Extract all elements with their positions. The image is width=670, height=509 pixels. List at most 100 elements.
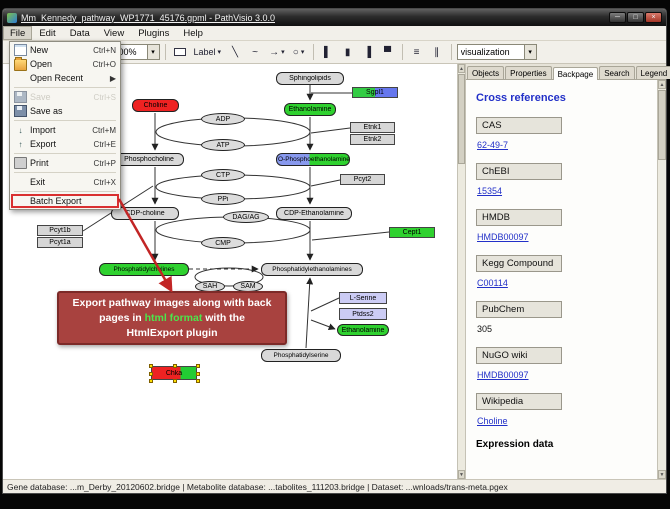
- selection-handle[interactable]: [196, 364, 200, 368]
- pathway-node-phosphatidylcholines[interactable]: Phosphatidylcholines: [99, 263, 189, 276]
- line-tool-button[interactable]: ╲: [226, 43, 244, 61]
- selection-handle[interactable]: [196, 379, 200, 383]
- backpage-link[interactable]: 15354: [477, 186, 503, 196]
- tab-search[interactable]: Search: [599, 66, 635, 79]
- title-bar[interactable]: Mm_Kennedy_pathway_WP1771_45176.gpml - P…: [3, 9, 666, 26]
- pathway-node-sgpl1[interactable]: Sgpl1: [352, 87, 398, 98]
- canvas-vertical-scrollbar[interactable]: ▲ ▼: [457, 64, 466, 479]
- pathway-node-pcyt1b[interactable]: Pcyt1b: [37, 225, 83, 236]
- pathway-node-cept1[interactable]: Cept1: [389, 227, 435, 238]
- pathway-node-pcyt2[interactable]: Pcyt2: [340, 174, 385, 185]
- pathway-node-adp[interactable]: ADP: [201, 113, 245, 125]
- shape-tool-button[interactable]: ○▾: [290, 43, 308, 61]
- menubar-item-data[interactable]: Data: [69, 27, 90, 39]
- menubar-item-view[interactable]: View: [103, 27, 125, 39]
- zoom-combobox[interactable]: 100%▾: [109, 44, 160, 60]
- selection-handle[interactable]: [173, 379, 177, 383]
- backpage-link[interactable]: 62-49-7: [477, 140, 509, 150]
- pathway-node-chka[interactable]: Chka: [149, 364, 200, 383]
- pathway-node-choline[interactable]: Choline: [132, 99, 179, 112]
- align-top-button[interactable]: ▀: [379, 43, 397, 61]
- label-tool-button[interactable]: Label▾: [191, 43, 225, 61]
- scroll-up-icon[interactable]: ▲: [658, 80, 666, 89]
- node-label: CDP-choline: [125, 210, 165, 217]
- menubar-item-plugins[interactable]: Plugins: [138, 27, 170, 39]
- backpage-link[interactable]: HMDB00097: [477, 232, 529, 242]
- visualization-combobox[interactable]: visualization▾: [456, 44, 537, 60]
- scroll-down-icon[interactable]: ▼: [458, 470, 465, 479]
- selection-handle[interactable]: [173, 364, 177, 368]
- scroll-down-icon[interactable]: ▼: [658, 470, 666, 479]
- menu-item-open-recent[interactable]: Open Recent▶: [11, 71, 119, 85]
- chevron-down-icon: ▾: [146, 45, 159, 59]
- pathway-node-phosphatidylserine[interactable]: Phosphatidylserine: [261, 349, 341, 362]
- align-left-button[interactable]: ▌: [319, 43, 337, 61]
- pathway-node-pcyt1a[interactable]: Pcyt1a: [37, 237, 83, 248]
- menu-item-save-as[interactable]: Save as: [11, 104, 119, 118]
- backpage-link[interactable]: Choline: [477, 416, 508, 426]
- window-controls: ─ □ ×: [609, 12, 662, 23]
- pathway-node-cdp-choline[interactable]: CDP-choline: [111, 207, 179, 220]
- align-right-button[interactable]: ▐: [359, 43, 377, 61]
- pathway-node-ethanolamine[interactable]: Ethanolamine: [337, 324, 389, 336]
- pathway-node-ptdss2[interactable]: Ptdss2: [339, 308, 387, 320]
- backpage-section-header: Kegg Compound: [476, 255, 562, 272]
- minimize-button[interactable]: ─: [609, 12, 626, 23]
- menubar-item-file[interactable]: File: [3, 26, 33, 40]
- pathway-node-cmp[interactable]: CMP: [201, 237, 245, 249]
- selection-handle[interactable]: [196, 372, 200, 376]
- arrow-tool-button[interactable]: →▾: [266, 43, 288, 61]
- pathway-node-o-phosphoethanolamine[interactable]: O-Phosphoethanolamine: [276, 153, 350, 166]
- pathway-node-etnk1[interactable]: Etnk1: [350, 122, 395, 133]
- menubar-item-edit[interactable]: Edit: [39, 27, 56, 39]
- pathway-node-dag-ag[interactable]: DAG/AG: [223, 211, 269, 223]
- tab-properties[interactable]: Properties: [505, 66, 552, 79]
- pathway-node-ethanolamine[interactable]: Ethanolamine: [284, 103, 336, 116]
- tab-backpage[interactable]: Backpage: [552, 67, 599, 80]
- node-label: Etnk1: [363, 124, 382, 131]
- close-button[interactable]: ×: [645, 12, 662, 23]
- menubar-item-help[interactable]: Help: [183, 27, 203, 39]
- pathway-node-l-serine[interactable]: L-Serine: [339, 292, 387, 304]
- panel-vertical-scrollbar[interactable]: ▲ ▼: [657, 80, 666, 479]
- align-center-button[interactable]: ▮: [339, 43, 357, 61]
- stack-vertical-button[interactable]: ≡: [408, 43, 426, 61]
- pathway-node-ctp[interactable]: CTP: [201, 169, 245, 181]
- menu-item-batch-export[interactable]: Batch Export: [11, 194, 119, 208]
- pathway-node-cdp-ethanolamine[interactable]: CDP-Ethanolamine: [276, 207, 352, 220]
- tab-objects[interactable]: Objects: [467, 66, 505, 79]
- node-label: Sgpl1: [366, 89, 384, 96]
- scrollbar-thumb[interactable]: [658, 90, 666, 160]
- scroll-up-icon[interactable]: ▲: [458, 64, 465, 73]
- backpage-link[interactable]: C00114: [477, 278, 508, 288]
- pathway-node-atp[interactable]: ATP: [201, 139, 245, 151]
- selection-handle[interactable]: [149, 372, 153, 376]
- stack-horizontal-button[interactable]: ∥: [428, 43, 446, 61]
- tab-legend[interactable]: Legend: [635, 66, 670, 79]
- curve-tool-button[interactable]: ~: [246, 43, 264, 61]
- pathway-node-phosphocholine[interactable]: Phosphocholine: [114, 153, 184, 166]
- pathway-node-etnk2[interactable]: Etnk2: [350, 134, 395, 145]
- pathway-node-phosphatidylethanolamines[interactable]: Phosphatidylethanolamines: [261, 263, 363, 276]
- selection-handle[interactable]: [149, 379, 153, 383]
- scrollbar-thumb[interactable]: [458, 74, 465, 164]
- selection-handle[interactable]: [149, 364, 153, 368]
- datanode-tool-button[interactable]: [171, 43, 189, 61]
- pathway-node-ppi[interactable]: PPi: [201, 193, 245, 205]
- maximize-button[interactable]: □: [627, 12, 644, 23]
- pathway-node-sphingolipids[interactable]: Sphingolipids: [276, 72, 344, 85]
- backpage-link[interactable]: HMDB00097: [477, 370, 529, 380]
- menu-item-shortcut: Ctrl+O: [92, 59, 116, 69]
